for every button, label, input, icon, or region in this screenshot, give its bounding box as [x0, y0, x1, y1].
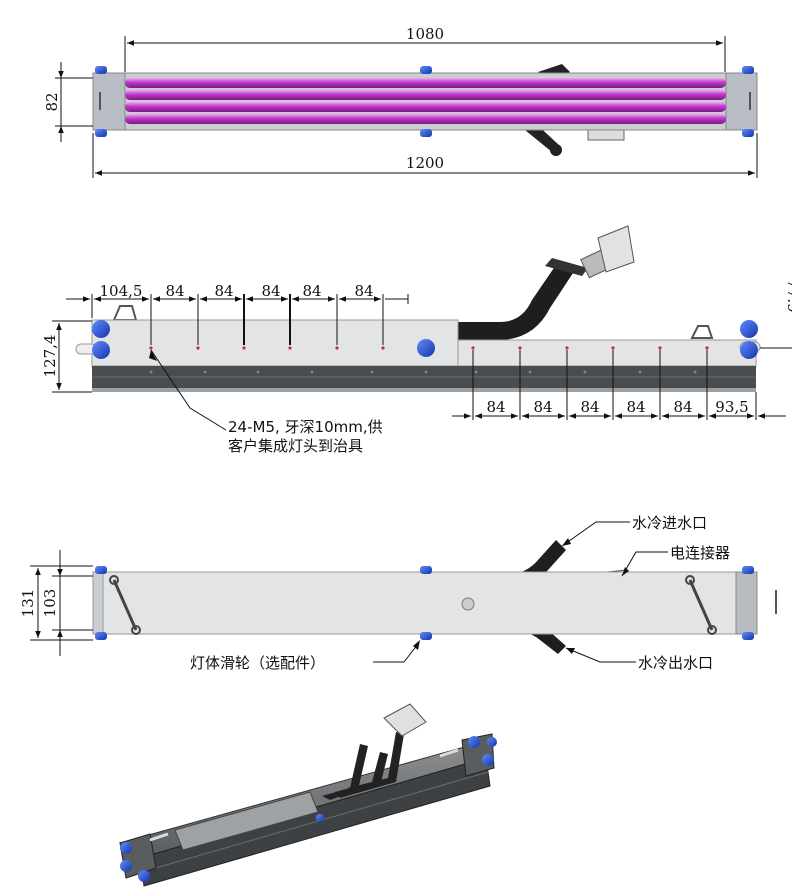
side-view-body	[91, 319, 459, 367]
iso-connector	[383, 703, 427, 737]
dim-bottom-84-4: 84	[626, 398, 645, 416]
isometric-view	[118, 703, 497, 887]
label-connector: 电连接器	[670, 544, 730, 562]
dim-bottom-84-1: 84	[486, 398, 505, 416]
bottom-view-wheels	[95, 566, 754, 640]
bottom-view: 131 103 水冷进水口 电连接器 水冷出水口 灯体滑轮（选配件）	[19, 514, 777, 672]
label-water-in: 水冷进水口	[632, 514, 707, 532]
dim-top-84-2: 84	[214, 282, 233, 300]
side-view-connector	[597, 225, 635, 273]
top-view: 1080 1200 82	[43, 25, 758, 178]
dim-1080: 1080	[406, 25, 444, 43]
lamp-tubes	[125, 78, 726, 124]
dim-1200: 1200	[406, 154, 444, 172]
dim-top-84-1: 84	[165, 282, 184, 300]
side-view-wheels	[92, 320, 758, 359]
dim-82: 82	[43, 92, 61, 111]
side-view-mount-holes	[149, 346, 709, 350]
dim-93-5: 93,5	[715, 398, 748, 416]
label-water-out: 水冷出水口	[638, 654, 713, 672]
dim-127-4: 127,4	[41, 335, 59, 378]
top-view-wheels	[95, 66, 754, 137]
iso-wheels	[120, 736, 497, 882]
dim-104-5: 104,5	[100, 282, 143, 300]
dim-top-84-3: 84	[261, 282, 280, 300]
dim-bottom-84-5: 84	[673, 398, 692, 416]
dim-top-84-5: 84	[354, 282, 373, 300]
dim-right-cut: 77.9	[784, 279, 792, 312]
dim-top-84-4: 84	[302, 282, 321, 300]
bottom-view-body	[92, 571, 758, 635]
dim-103: 103	[41, 589, 59, 618]
label-pulley: 灯体滑轮（选配件）	[190, 654, 325, 672]
side-view-hose	[455, 262, 575, 340]
dim-bottom-84-2: 84	[533, 398, 552, 416]
thread-note-line2: 客户集成灯头到治具	[228, 437, 363, 455]
dim-131: 131	[19, 589, 37, 618]
side-view: 104,5 84 84 84 84 84 84 84 84 84	[41, 225, 792, 455]
thread-note-line1: 24-M5, 牙深10mm,供	[228, 418, 383, 436]
dim-bottom-84-3: 84	[580, 398, 599, 416]
